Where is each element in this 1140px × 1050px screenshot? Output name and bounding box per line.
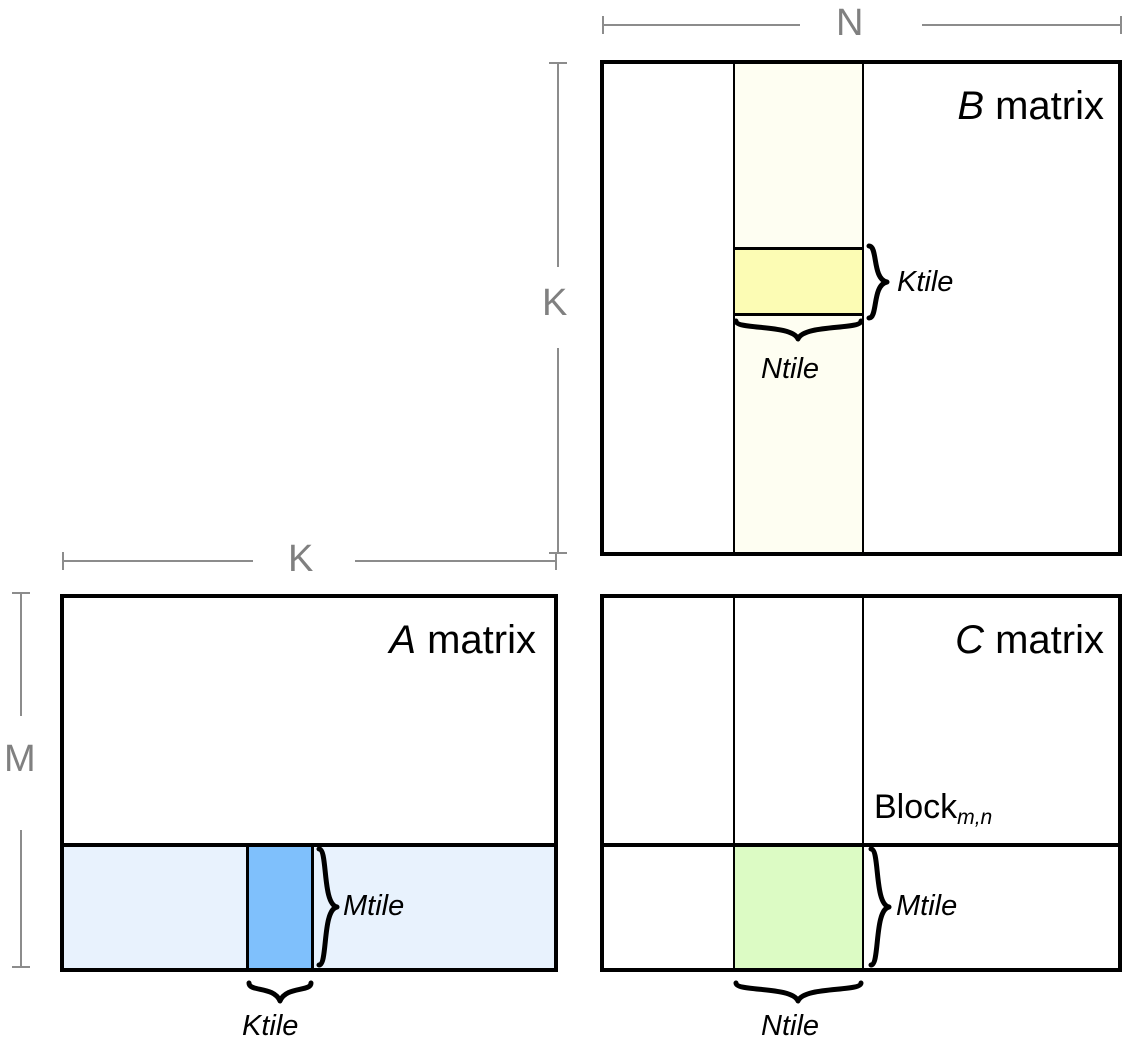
k-vertical-cap-bottom bbox=[549, 552, 567, 554]
b-matrix: B matrix bbox=[600, 60, 1122, 556]
c-matrix-label-text: matrix bbox=[984, 618, 1104, 662]
m-dimension-line-bottom bbox=[20, 830, 22, 968]
b-matrix-column-rule-left bbox=[733, 64, 735, 552]
a-mtile-brace bbox=[316, 846, 340, 968]
n-dimension-line-left bbox=[602, 24, 800, 26]
c-matrix-row-rule bbox=[604, 843, 1118, 847]
b-matrix-label-text: matrix bbox=[984, 84, 1104, 128]
c-matrix-block-label: Blockm,n bbox=[874, 788, 992, 828]
m-dimension-line-top bbox=[20, 592, 22, 716]
a-matrix-label-text: matrix bbox=[416, 618, 536, 662]
k-horizontal-cap-right bbox=[555, 552, 557, 570]
c-mtile-brace bbox=[868, 846, 892, 968]
b-matrix-tile bbox=[733, 247, 864, 316]
a-mtile-label: Mtile bbox=[343, 890, 405, 922]
a-matrix: A matrix bbox=[60, 594, 558, 972]
m-dimension-cap-bottom bbox=[12, 966, 30, 968]
a-matrix-tile bbox=[246, 845, 314, 968]
c-ntile-brace bbox=[733, 980, 864, 1004]
a-matrix-label: A matrix bbox=[389, 620, 536, 660]
k-horizontal-line-left bbox=[62, 560, 253, 562]
b-matrix-label: B matrix bbox=[957, 86, 1104, 126]
n-dimension-line-right bbox=[922, 24, 1122, 26]
b-ktile-brace bbox=[866, 243, 890, 321]
c-ntile-label: Ntile bbox=[761, 1010, 820, 1042]
c-mtile-label: Mtile bbox=[896, 890, 958, 922]
c-matrix-block-text: Block bbox=[874, 788, 958, 826]
a-ktile-label: Ktile bbox=[242, 1010, 299, 1042]
k-vertical-line-bottom bbox=[557, 348, 559, 554]
k-vertical-label: K bbox=[542, 282, 568, 324]
k-vertical-line-top bbox=[557, 62, 559, 267]
b-matrix-label-letter: B bbox=[957, 84, 984, 128]
a-ktile-brace bbox=[246, 980, 314, 1004]
k-horizontal-line-right bbox=[355, 560, 555, 562]
n-dimension-label: N bbox=[836, 2, 864, 44]
a-matrix-row-rule bbox=[64, 843, 554, 847]
c-matrix-tile bbox=[733, 845, 864, 968]
n-dimension-cap-right bbox=[1120, 16, 1122, 34]
m-dimension-label: M bbox=[4, 738, 36, 780]
c-matrix-label: C matrix bbox=[955, 620, 1104, 660]
c-matrix-label-letter: C bbox=[955, 618, 984, 662]
b-ntile-brace bbox=[733, 318, 864, 342]
c-matrix-block-subscript: m,n bbox=[957, 805, 993, 829]
c-matrix-column-rule-left bbox=[733, 598, 735, 968]
k-horizontal-label: K bbox=[288, 538, 314, 580]
c-matrix: C matrix Blockm,n bbox=[600, 594, 1122, 972]
b-ktile-label: Ktile bbox=[897, 266, 954, 298]
c-matrix-column-rule-right bbox=[862, 598, 864, 968]
b-matrix-column-rule-right bbox=[862, 64, 864, 552]
b-ntile-label: Ntile bbox=[761, 353, 820, 385]
a-matrix-label-letter: A bbox=[389, 618, 416, 662]
